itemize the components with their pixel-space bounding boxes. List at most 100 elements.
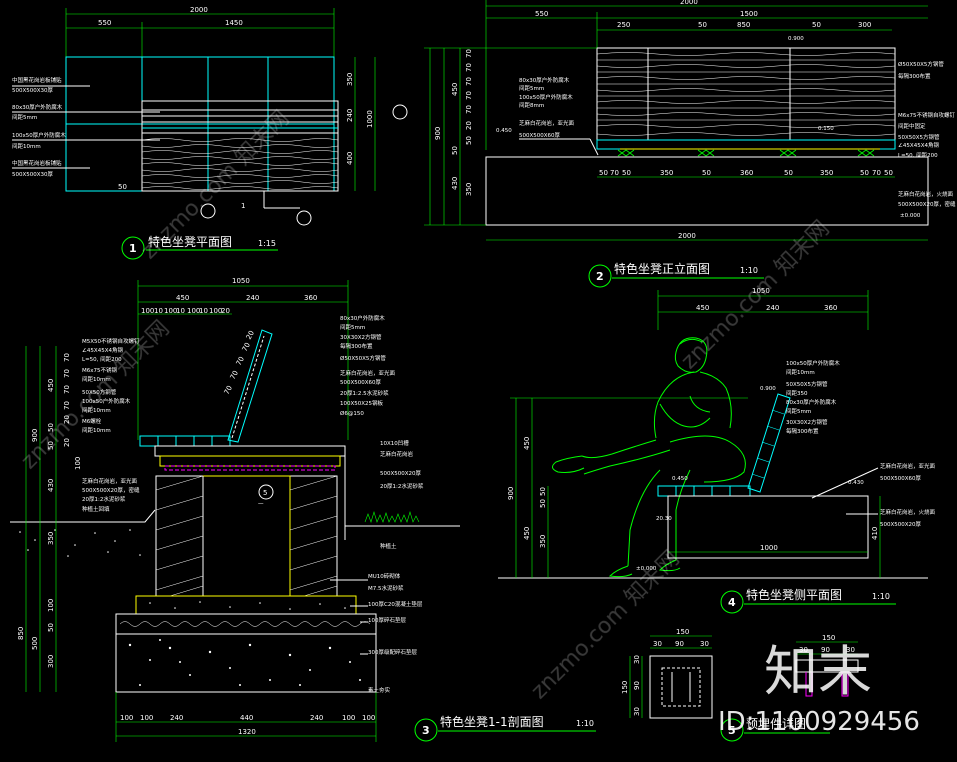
svg-text:450: 450 — [47, 379, 55, 392]
svg-text:50: 50 — [784, 169, 793, 177]
svg-text:M6x75不锈钢: M6x75不锈钢 — [82, 366, 117, 374]
svg-text:500X500X20厚: 500X500X20厚 — [880, 521, 922, 528]
svg-text:500X500X20厚: 500X500X20厚 — [380, 470, 422, 477]
svg-text:900: 900 — [31, 429, 39, 442]
svg-text:50: 50 — [860, 169, 869, 177]
svg-text:100x50户外防腐木: 100x50户外防腐木 — [82, 397, 131, 405]
svg-text:70: 70 — [63, 353, 71, 362]
svg-text:M6螺栓: M6螺栓 — [82, 417, 102, 425]
watermark-logo: 知末 — [764, 640, 872, 703]
section-scale: 1:10 — [576, 719, 594, 728]
svg-text:30: 30 — [799, 646, 808, 654]
svg-text:∠45X45X4角钢: ∠45X45X4角钢 — [898, 141, 939, 149]
svg-text:450: 450 — [176, 294, 189, 302]
svg-text:80x30厚户外防腐木: 80x30厚户外防腐木 — [519, 76, 570, 84]
section-crushed-stone — [128, 639, 361, 686]
svg-text:100: 100 — [187, 307, 200, 315]
svg-text:240: 240 — [246, 294, 259, 302]
section-title: 特色坐凳1-1剖面图 — [440, 714, 544, 729]
svg-text:每隔300布置: 每隔300布置 — [786, 427, 819, 435]
side-dim-1050: 1050 — [752, 287, 770, 295]
section-dim-1050: 1050 — [232, 277, 250, 285]
svg-text:150: 150 — [621, 681, 629, 694]
section-gravel — [119, 621, 371, 627]
svg-text:间距10mm: 间距10mm — [82, 375, 111, 383]
detail-title: 预埋件详图 — [746, 716, 806, 731]
svg-text:70: 70 — [465, 77, 473, 86]
plan-slats — [142, 109, 338, 134]
plan-title: 特色坐凳平面图 — [148, 234, 232, 249]
svg-text:450: 450 — [451, 83, 459, 96]
svg-text:0.450: 0.450 — [672, 476, 688, 482]
section-concrete-dots — [149, 601, 346, 610]
svg-text:50X50X5方钢管: 50X50X5方钢管 — [898, 133, 940, 141]
svg-text:50X50方钢管: 50X50方钢管 — [82, 388, 117, 396]
svg-text:100x50厚户外防腐木: 100x50厚户外防腐木 — [786, 359, 840, 367]
svg-text:100X50X25钢板: 100X50X25钢板 — [340, 399, 384, 407]
svg-text:150: 150 — [822, 634, 835, 642]
front-dim-2000: 2000 — [680, 0, 698, 6]
svg-text:100: 100 — [141, 307, 154, 315]
svg-text:种植土: 种植土 — [380, 542, 397, 550]
svg-text:450: 450 — [696, 304, 709, 312]
svg-text:500X500X60厚: 500X500X60厚 — [340, 379, 382, 386]
svg-text:100: 100 — [47, 599, 55, 612]
svg-text:间距5mm: 间距5mm — [340, 323, 365, 331]
embed-detail: 150 30 90 30 30 90 30 150 150 30 90 30 5… — [621, 628, 859, 742]
svg-text:100: 100 — [140, 714, 153, 722]
svg-text:500: 500 — [31, 637, 39, 650]
section-diag-dims: 70 70 70 70 20 — [223, 329, 256, 396]
svg-text:间距10mm: 间距10mm — [82, 426, 111, 434]
plan-dim-350: 350 — [346, 73, 354, 86]
svg-text:M7.5水泥砂浆: M7.5水泥砂浆 — [368, 584, 404, 592]
plan-number: 1 — [129, 242, 137, 255]
svg-text:10X10凹槽: 10X10凹槽 — [380, 439, 409, 447]
side-title: 特色坐凳侧平面图 — [746, 587, 842, 602]
plan-wood-grain — [141, 138, 339, 190]
svg-text:20: 20 — [465, 121, 473, 130]
svg-text:50: 50 — [702, 169, 711, 177]
svg-text:0.450: 0.450 — [496, 128, 512, 134]
svg-text:80x30厚户外防腐木: 80x30厚户外防腐木 — [12, 103, 63, 111]
svg-text:20厚1:2.5水泥砂浆: 20厚1:2.5水泥砂浆 — [340, 389, 389, 397]
svg-text:30X30X2方钢管: 30X30X2方钢管 — [340, 333, 382, 341]
svg-text:芝麻白花岗岩: 芝麻白花岗岩 — [380, 450, 414, 458]
svg-text:360: 360 — [740, 169, 753, 177]
svg-text:±0.000: ±0.000 — [636, 566, 657, 572]
svg-text:450: 450 — [523, 527, 531, 540]
svg-text:360: 360 — [824, 304, 837, 312]
svg-text:L=50, 间距200: L=50, 间距200 — [898, 151, 938, 159]
svg-text:间距10mm: 间距10mm — [82, 406, 111, 414]
svg-text:430: 430 — [47, 479, 55, 492]
svg-text:芝麻白花岗岩，亚光面: 芝麻白花岗岩，亚光面 — [880, 462, 936, 470]
svg-text:30: 30 — [633, 707, 641, 716]
svg-text:间距8mm: 间距8mm — [519, 101, 544, 109]
side-number: 4 — [728, 596, 736, 609]
svg-text:500X500X60厚: 500X500X60厚 — [880, 475, 922, 482]
svg-text:90: 90 — [675, 640, 684, 648]
svg-text:90: 90 — [633, 681, 641, 690]
svg-text:30: 30 — [846, 646, 855, 654]
svg-text:100: 100 — [362, 714, 375, 722]
front-dim-550: 550 — [535, 10, 548, 18]
svg-text:M6x75不锈钢自攻螺钉: M6x75不锈钢自攻螺钉 — [898, 111, 955, 119]
svg-text:100: 100 — [74, 457, 82, 470]
svg-text:850: 850 — [17, 627, 25, 640]
svg-text:50: 50 — [698, 21, 707, 29]
svg-text:10: 10 — [176, 307, 185, 315]
svg-text:50X50X5方钢管: 50X50X5方钢管 — [786, 380, 828, 388]
svg-text:±0.000: ±0.000 — [900, 213, 921, 219]
svg-text:50: 50 — [451, 146, 459, 155]
svg-text:70: 70 — [63, 369, 71, 378]
svg-text:20厚1:2水泥砂浆: 20厚1:2水泥砂浆 — [82, 495, 126, 503]
section-dim-1320: 1320 — [238, 728, 256, 736]
svg-text:间距5mm: 间距5mm — [786, 407, 811, 415]
svg-text:素土夯实: 素土夯实 — [368, 686, 391, 694]
svg-text:50: 50 — [47, 423, 55, 432]
svg-text:70: 70 — [229, 369, 240, 381]
plan-dim-240: 240 — [346, 109, 354, 122]
svg-text:150: 150 — [676, 628, 689, 636]
svg-text:50: 50 — [47, 623, 55, 632]
side-scale: 1:10 — [872, 592, 890, 601]
